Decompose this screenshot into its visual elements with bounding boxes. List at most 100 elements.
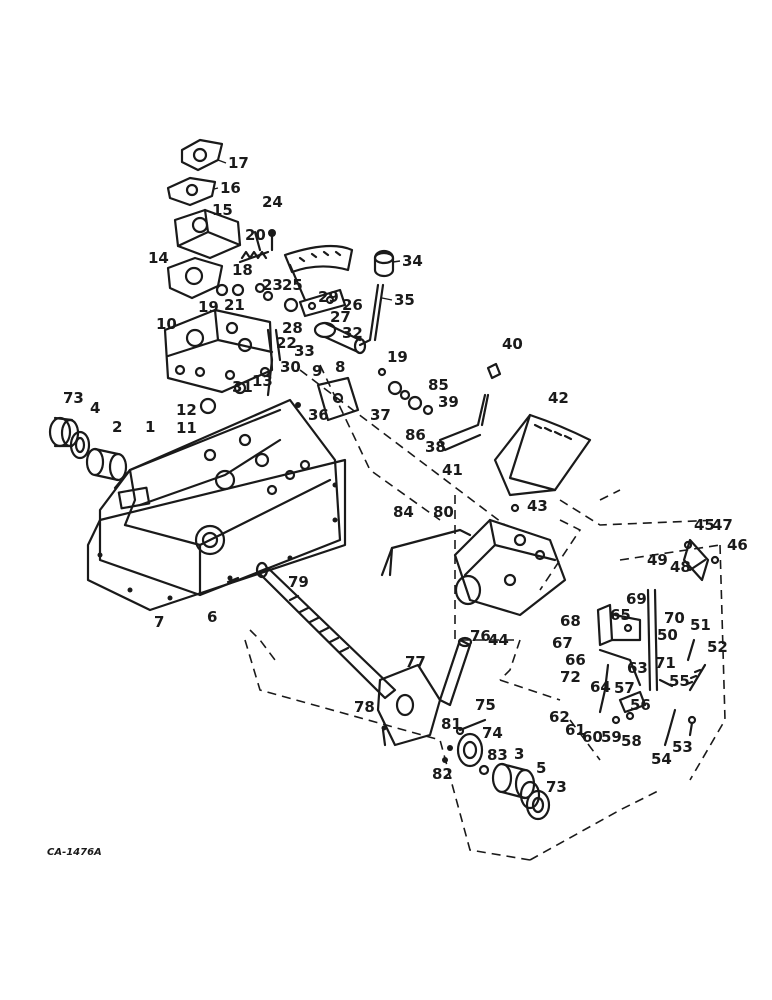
part-label-51: 51 — [690, 616, 711, 634]
part-label-34: 34 — [402, 252, 423, 270]
part-label-73a: 73 — [63, 389, 84, 407]
pin-6 — [226, 576, 240, 584]
leader-line-17 — [217, 159, 227, 164]
seal-73-right — [525, 789, 551, 821]
lever-35 — [358, 283, 385, 347]
part-label-22: 22 — [276, 334, 297, 352]
part-label-42: 42 — [548, 389, 569, 407]
part-label-5: 5 — [536, 759, 546, 777]
part-label-28: 28 — [282, 319, 303, 337]
part-label-44: 44 — [488, 631, 509, 649]
part-label-78: 78 — [354, 698, 375, 716]
screw-36 — [295, 402, 301, 408]
shaft-32 — [313, 321, 367, 355]
part-label-12: 12 — [176, 401, 197, 419]
part-label-16: 16 — [220, 179, 241, 197]
part-label-72: 72 — [560, 668, 581, 686]
knob-34 — [373, 249, 395, 278]
washer-4 — [69, 430, 91, 460]
linkage-26-29 — [262, 288, 347, 318]
part-label-29: 29 — [318, 288, 339, 306]
diagram-code: CA-1476A — [47, 847, 102, 858]
plug-24 — [268, 229, 276, 252]
part-label-46: 46 — [727, 536, 748, 554]
part-label-80: 80 — [433, 503, 454, 521]
part-label-18: 18 — [232, 261, 253, 279]
part-label-64: 64 — [590, 678, 611, 696]
seal-73-left — [48, 416, 80, 448]
part-label-21: 21 — [224, 296, 245, 314]
part-label-6: 6 — [207, 608, 217, 626]
quadrant-arm-23 — [283, 244, 354, 302]
gasket-14 — [166, 256, 224, 300]
bolt-75 — [455, 718, 487, 736]
gasket-7 — [86, 458, 347, 612]
part-label-2: 2 — [112, 418, 122, 436]
part-label-27: 27 — [330, 308, 351, 326]
part-label-3: 3 — [514, 745, 524, 763]
part-label-1: 1 — [145, 418, 155, 436]
part-label-82: 82 — [432, 765, 453, 783]
part-label-4: 4 — [90, 399, 100, 417]
washer-5 — [519, 780, 541, 810]
leader-line-16 — [213, 187, 219, 190]
part-label-74: 74 — [482, 724, 503, 742]
part-label-75: 75 — [475, 696, 496, 714]
link-84-80 — [380, 528, 472, 577]
valve-cover-15 — [173, 208, 242, 260]
leader-line-34 — [392, 260, 401, 263]
part-label-58: 58 — [621, 732, 642, 750]
part-label-36: 36 — [308, 406, 329, 424]
part-label-79: 79 — [288, 573, 309, 591]
part-label-37: 37 — [370, 406, 391, 424]
leader-line-35 — [381, 297, 393, 301]
bolt-78 — [381, 725, 387, 747]
part-label-70: 70 — [664, 609, 685, 627]
part-label-32: 32 — [342, 324, 363, 342]
plug-43 — [510, 503, 520, 513]
part-label-47: 47 — [712, 516, 733, 534]
part-label-33: 33 — [294, 342, 315, 360]
part-label-63: 63 — [627, 659, 648, 677]
assembly-guide-lines — [244, 364, 726, 861]
part-label-84: 84 — [393, 503, 414, 521]
part-label-13: 13 — [252, 372, 273, 390]
nut-40 — [486, 362, 502, 380]
washers-11-13 — [199, 366, 271, 415]
part-label-31: 31 — [232, 378, 253, 396]
part-label-85: 85 — [428, 376, 449, 394]
right-linkage — [596, 538, 720, 747]
part-label-68: 68 — [560, 612, 581, 630]
part-label-35: 35 — [394, 291, 415, 309]
part-label-45: 45 — [694, 516, 715, 534]
part-label-20: 20 — [245, 226, 266, 244]
valve-housing-10 — [163, 308, 274, 394]
part-label-9: 9 — [312, 362, 322, 380]
part-label-23: 23 — [262, 276, 283, 294]
part-label-57: 57 — [614, 679, 635, 697]
part-label-83: 83 — [487, 746, 508, 764]
small-parts-19-21 — [215, 282, 266, 297]
spacer-83 — [478, 764, 490, 776]
spring-18-20 — [238, 230, 270, 264]
part-label-41: 41 — [442, 461, 463, 479]
bushing-2 — [85, 447, 128, 482]
part-label-60: 60 — [582, 728, 603, 746]
part-label-73b: 73 — [546, 778, 567, 796]
part-label-86: 86 — [405, 426, 426, 444]
part-label-61: 61 — [565, 721, 586, 739]
control-valve-44 — [453, 518, 567, 617]
bushing-3 — [491, 762, 536, 800]
part-label-69: 69 — [626, 590, 647, 608]
seal-74 — [456, 732, 484, 768]
part-label-7: 7 — [154, 613, 164, 631]
part-label-8: 8 — [335, 358, 345, 376]
gasket-8-9 — [316, 376, 360, 422]
part-label-77: 77 — [405, 653, 426, 671]
part-label-54: 54 — [651, 750, 672, 768]
part-label-10: 10 — [156, 315, 177, 333]
part-label-81: 81 — [441, 715, 462, 733]
pin-76 — [438, 636, 473, 707]
cover-gasket-17 — [180, 138, 224, 172]
